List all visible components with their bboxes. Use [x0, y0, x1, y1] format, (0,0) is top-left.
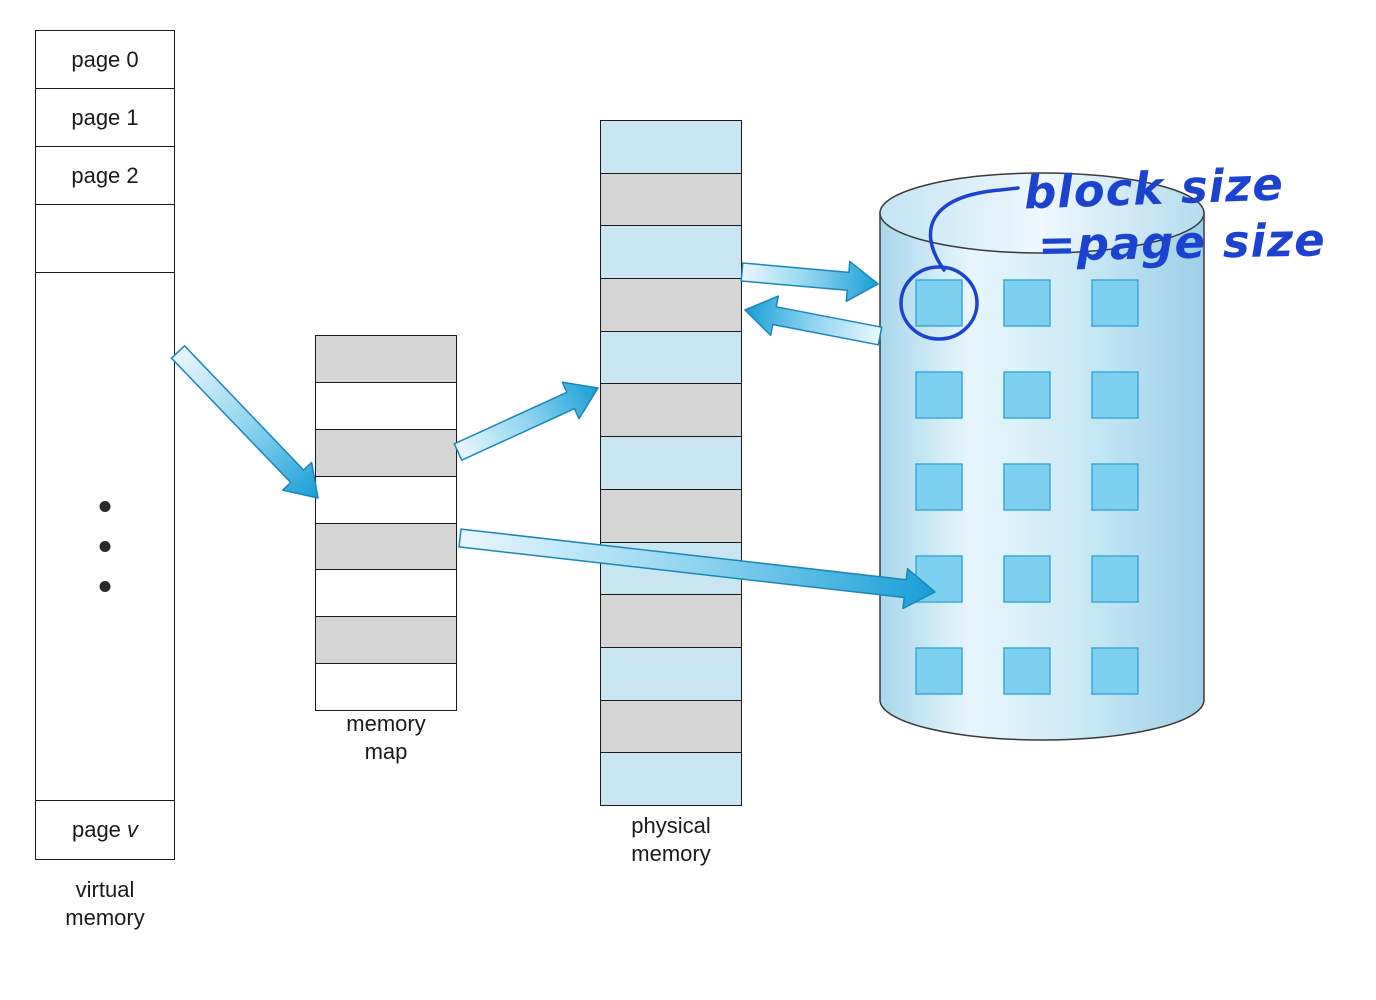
disk-block: [915, 647, 963, 695]
frame-cell-blue: [601, 541, 741, 595]
disk-block: [915, 371, 963, 419]
virtual-memory-column: page 0 page 1 page 2 page v: [35, 30, 175, 860]
frame-cell-blue: [601, 225, 741, 279]
annotation-circle: [899, 265, 979, 341]
disk-block: [1003, 279, 1051, 327]
frame-cell-gray: [601, 699, 741, 753]
frame-cell-gray: [316, 428, 456, 476]
virtual-memory-label: virtual memory: [65, 877, 145, 930]
frame-cell-blue: [601, 646, 741, 700]
disk-blocks-grid: [915, 279, 1139, 695]
frame-cell-gray: [601, 278, 741, 331]
frame-cell-gray: [316, 522, 456, 570]
arrow-map-to-physical-icon: [453, 381, 599, 461]
disk-block: [1003, 555, 1051, 603]
frame-cell-gray: [316, 336, 456, 382]
frame-cell-gray: [601, 172, 741, 226]
frame-cell-blue: [601, 121, 741, 173]
vm-page-row: page v: [36, 801, 174, 859]
frame-cell-blue: [601, 330, 741, 384]
disk-block: [1091, 279, 1139, 327]
vm-empty-row: [36, 205, 174, 273]
disk-block: [1003, 371, 1051, 419]
physical-memory-label: physical memory: [631, 813, 711, 866]
frame-cell-gray: [601, 383, 741, 437]
vm-page-label: page 1: [71, 104, 139, 130]
frame-cell-gray: [601, 488, 741, 542]
annotation-page-size-text: =page size: [1037, 213, 1327, 272]
frame-cell-blue: [601, 752, 741, 805]
frame-cell-white: [316, 569, 456, 617]
vm-page-row: page 2: [36, 147, 174, 205]
vm-page-label: page 2: [71, 162, 139, 188]
disk-block: [1003, 647, 1051, 695]
disk-block: [1091, 371, 1139, 419]
frame-cell-white: [316, 475, 456, 523]
disk-block: [1091, 463, 1139, 511]
annotation-block-size-text: block size: [1023, 157, 1285, 220]
ellipsis-dots: [99, 501, 111, 592]
disk-block: [1003, 463, 1051, 511]
vm-page-row: page 1: [36, 89, 174, 147]
memory-map-column: [315, 335, 457, 711]
frame-cell-gray: [601, 594, 741, 647]
arrow-physical-to-disk-icon: [740, 260, 879, 303]
vm-page-label: page v: [71, 817, 139, 842]
physical-memory-column: [600, 120, 742, 806]
vm-page-row: page 0: [36, 31, 174, 89]
disk-cylinder-body: [879, 212, 1205, 741]
vm-page-label: page 0: [71, 46, 139, 72]
memory-map-label: memory map: [346, 711, 426, 764]
frame-cell-white: [316, 663, 456, 710]
frame-cell-blue: [601, 436, 741, 489]
disk-block: [915, 555, 963, 603]
vm-unmapped-region: [36, 273, 174, 801]
disk-block: [1091, 555, 1139, 603]
annotation-pointer-curve: [928, 186, 1020, 272]
disk-block: [915, 279, 963, 327]
frame-cell-gray: [316, 616, 456, 664]
frame-cell-white: [316, 381, 456, 429]
disk-block: [915, 463, 963, 511]
arrow-vm-to-map-icon: [170, 345, 319, 499]
arrow-disk-to-physical-icon: [744, 295, 883, 346]
disk-block: [1091, 647, 1139, 695]
